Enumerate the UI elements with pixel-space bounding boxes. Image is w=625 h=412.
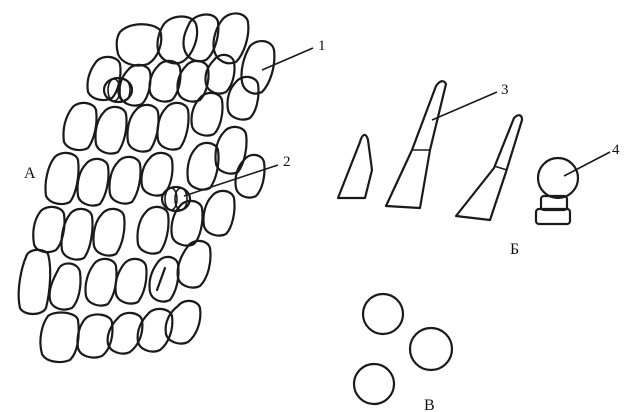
epidermis-cell: [45, 153, 78, 204]
epidermis-cell: [93, 209, 124, 256]
epidermis-cell: [19, 250, 50, 314]
trichomes-group: [338, 81, 578, 224]
epidermis-cell: [215, 127, 246, 174]
epidermis-cell: [63, 103, 96, 150]
epidermis-cell: [117, 24, 162, 65]
epidermis-cell: [85, 259, 116, 306]
trichome: [456, 115, 522, 220]
epidermis-cell: [203, 191, 234, 236]
epidermis-cell: [187, 143, 218, 190]
epidermis-cell: [235, 155, 264, 198]
epidermis-cell: [127, 105, 158, 152]
round-cells-group: [354, 294, 452, 404]
callout-label-4: 4: [612, 142, 620, 158]
callout-line-1: [262, 48, 313, 70]
epidermis-cell: [166, 301, 201, 344]
round-cell: [363, 294, 403, 334]
epidermis-cell: [119, 65, 150, 106]
round-cell: [410, 328, 452, 370]
epidermis-tissue: [19, 13, 275, 362]
epidermis-cell: [157, 103, 188, 150]
epidermis-cell: [137, 207, 168, 254]
glandular-stalk-cell: [536, 209, 570, 224]
epidermis-cell: [115, 259, 146, 304]
epidermis-cell: [50, 263, 81, 309]
panel-label-c: В: [424, 397, 435, 412]
epidermis-cell: [40, 313, 78, 362]
callout-label-2: 2: [283, 154, 291, 170]
round-cell: [354, 364, 394, 404]
glandular-head: [538, 158, 578, 198]
epidermis-cell: [109, 157, 140, 204]
trichome: [386, 81, 446, 208]
epidermis-cell: [77, 159, 108, 206]
epidermis-cell: [61, 209, 92, 260]
trichome: [338, 135, 372, 198]
panel-label-b: Б: [510, 241, 519, 258]
epidermis-cell: [33, 207, 64, 252]
epidermis-cell: [157, 17, 197, 64]
callout-label-1: 1: [318, 38, 326, 54]
panel-label-a: А: [24, 165, 36, 182]
epidermis-cell: [149, 257, 178, 302]
epidermis-cell: [149, 61, 180, 102]
callout-label-3: 3: [501, 82, 509, 98]
epidermis-cell: [191, 93, 222, 136]
trichome-septum: [494, 166, 507, 170]
epidermis-cell: [178, 241, 211, 288]
epidermis-cell: [95, 107, 126, 154]
cell-wall-stroke: [157, 268, 165, 290]
